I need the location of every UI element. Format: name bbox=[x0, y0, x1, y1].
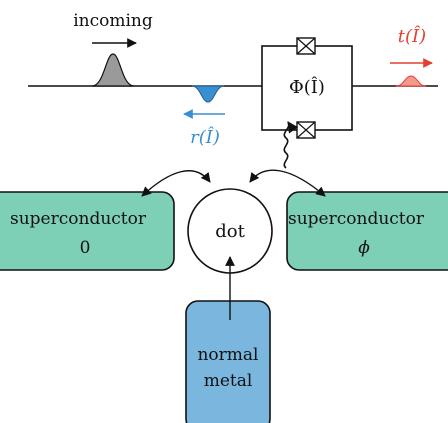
normal-metal-label-1: normal bbox=[197, 345, 258, 365]
flux-label: Φ(Î) bbox=[289, 75, 325, 98]
reflected-pulse bbox=[191, 85, 225, 103]
normal-metal bbox=[185, 300, 271, 423]
incoming-pulse bbox=[91, 53, 135, 87]
superconductor-left-label-2: 0 bbox=[80, 238, 91, 258]
left-tunnel-arrow bbox=[141, 170, 211, 197]
superconductor-right bbox=[286, 191, 448, 271]
reflected-label: r(Î) bbox=[190, 125, 220, 148]
superconductor-right-label-2: ϕ bbox=[358, 238, 370, 258]
right-tunnel-arrow bbox=[249, 169, 326, 197]
superconductor-right-label-1: superconductor bbox=[288, 209, 425, 229]
wavy-coupling-arrow-icon bbox=[283, 121, 299, 169]
josephson-junction-top-icon bbox=[296, 37, 316, 55]
josephson-junction-bottom-icon bbox=[296, 121, 316, 139]
incoming-label: incoming bbox=[73, 11, 153, 31]
transmitted-pulse bbox=[395, 75, 427, 87]
transmitted-label: t(Î) bbox=[398, 24, 426, 47]
dot-label: dot bbox=[215, 221, 245, 242]
superconductor-left bbox=[0, 191, 175, 271]
normal-metal-label-2: metal bbox=[204, 371, 253, 391]
superconductor-left-label-1: superconductor bbox=[10, 209, 147, 229]
